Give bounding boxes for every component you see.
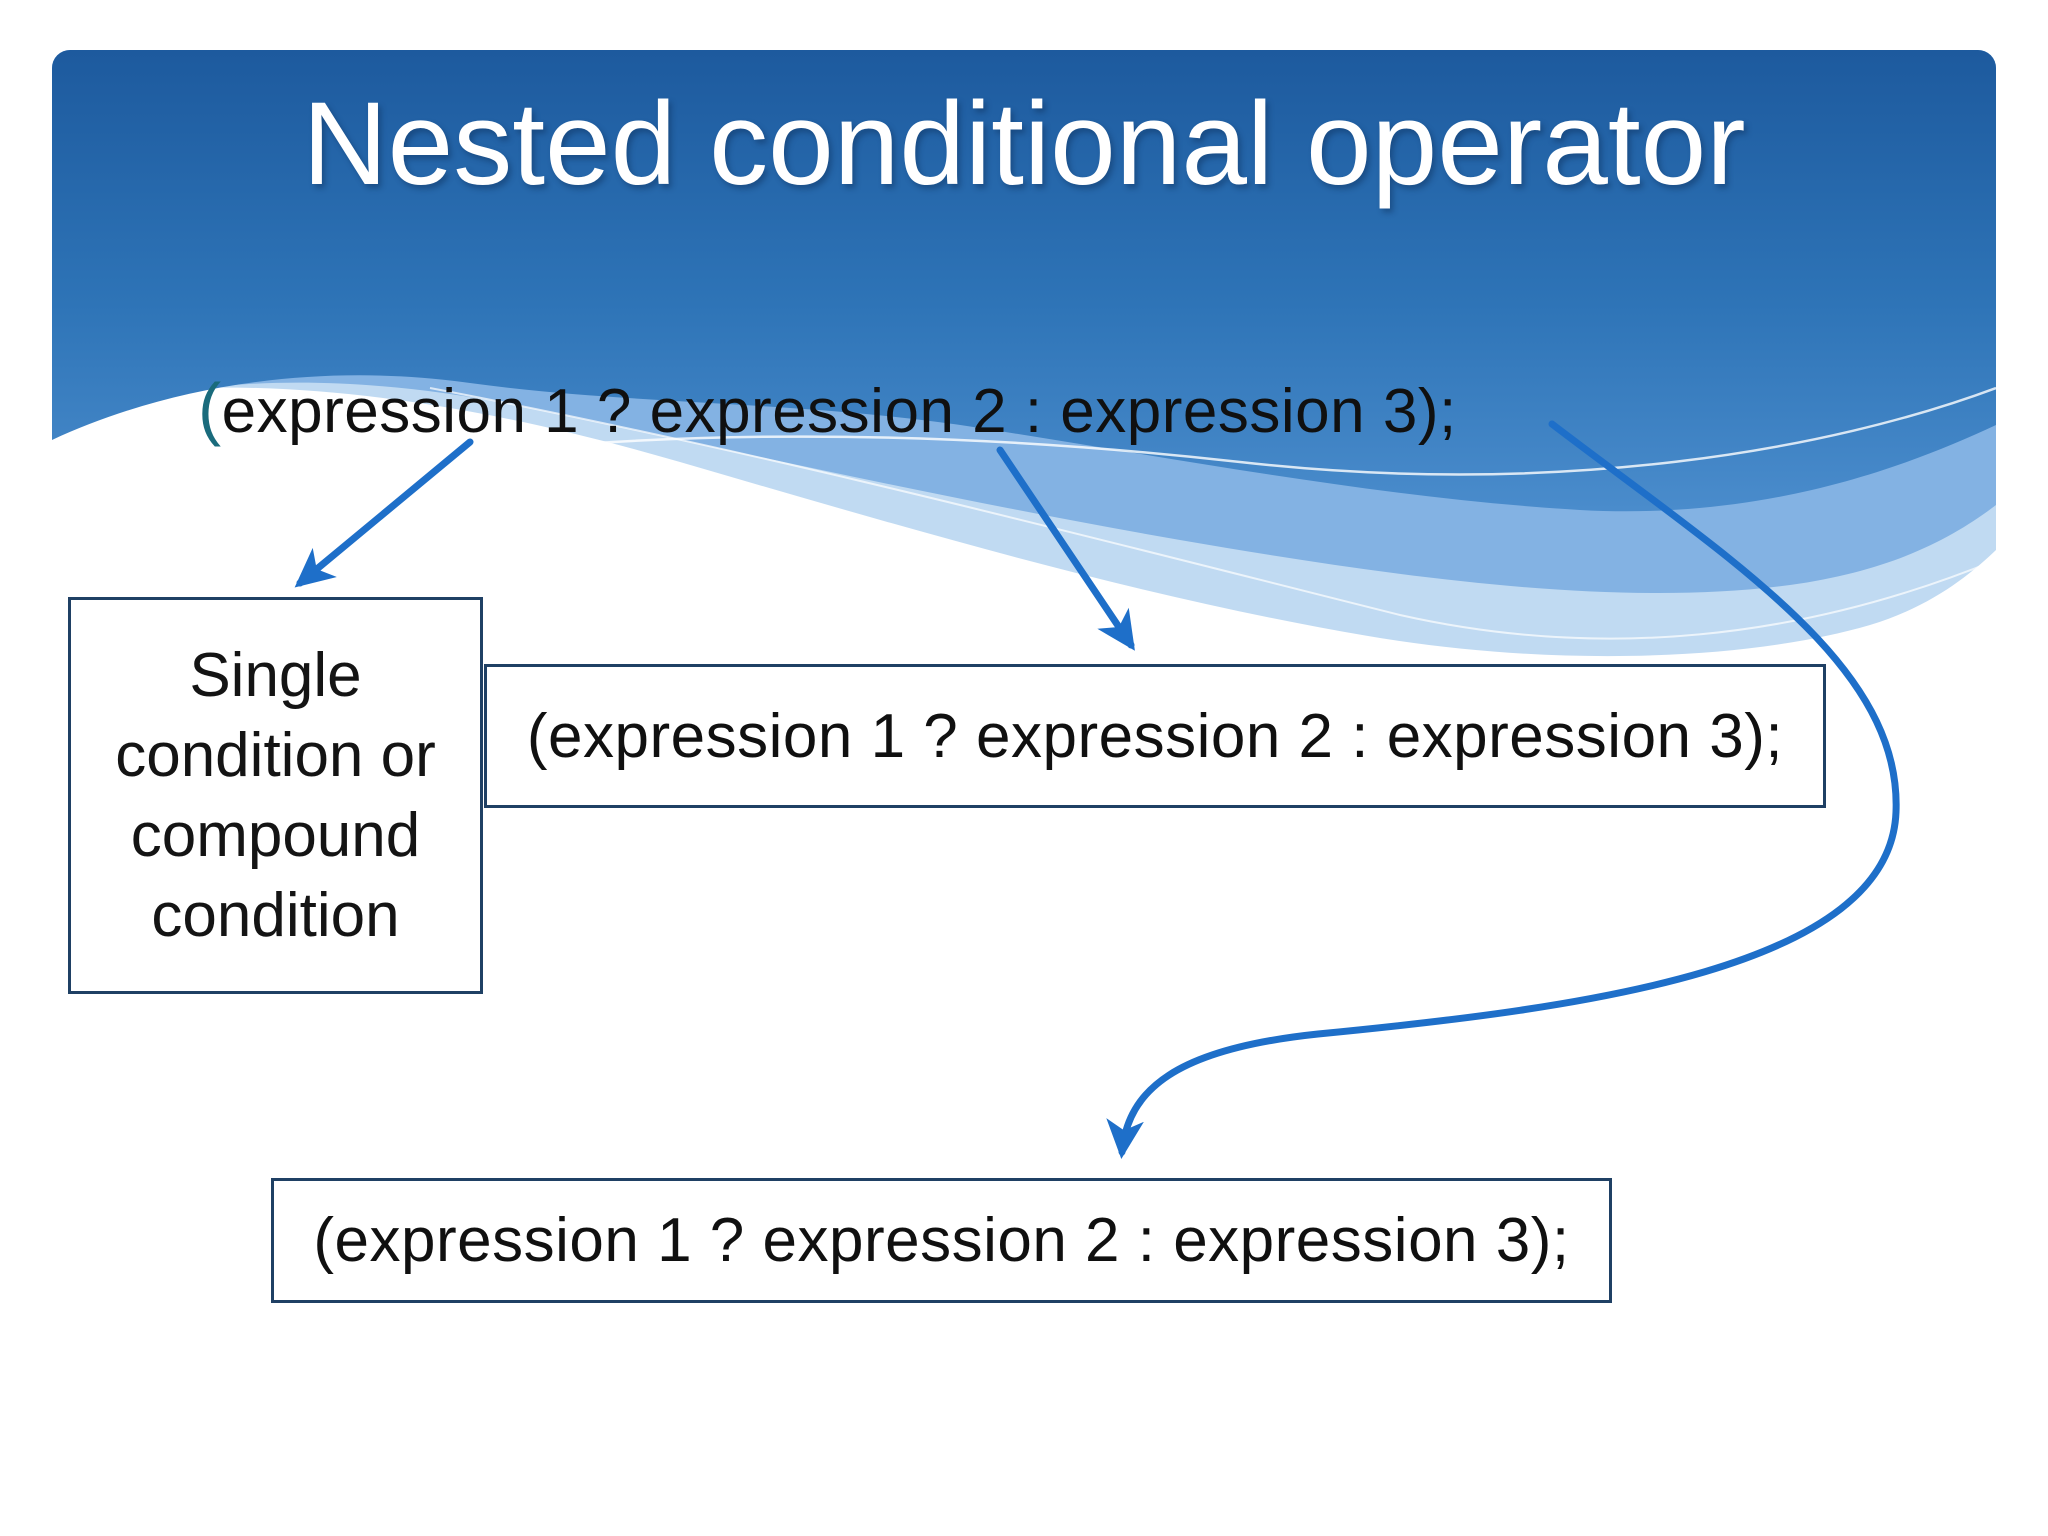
nested-expression-box-middle: (expression 1 ? expression 2 : expressio… xyxy=(484,664,1826,808)
condition-line-4: condition xyxy=(151,880,400,950)
arrow-expression3-curve-to-bottom-box xyxy=(1106,420,1900,1159)
top-expression-body: expression 1 ? expression 2 : expression… xyxy=(221,377,1457,446)
page-title: Nested conditional operator xyxy=(302,78,1746,210)
condition-line-2: condition or xyxy=(115,720,436,790)
top-expression-text: (expression 1 ? expression 2 : expressio… xyxy=(198,368,1457,448)
hairline-curve-lower xyxy=(429,387,1996,640)
header-banner-waves xyxy=(52,50,1996,657)
hairline-curve-upper xyxy=(55,386,1996,534)
wave-main xyxy=(52,50,1996,512)
bottom-expression-text: (expression 1 ? expression 2 : expressio… xyxy=(313,1206,1570,1275)
single-condition-box: Single condition or compound condition xyxy=(68,597,483,994)
arrow-expression1-to-condition-box xyxy=(294,438,474,588)
middle-expression-text: (expression 1 ? expression 2 : expressio… xyxy=(526,701,1784,771)
nested-expression-box-bottom: (expression 1 ? expression 2 : expressio… xyxy=(271,1178,1612,1303)
top-expression-open-paren: ( xyxy=(198,369,222,447)
condition-line-1: Single xyxy=(189,640,362,710)
arrow-expression2-to-middle-box xyxy=(996,446,1135,651)
condition-line-3: compound xyxy=(130,800,421,870)
